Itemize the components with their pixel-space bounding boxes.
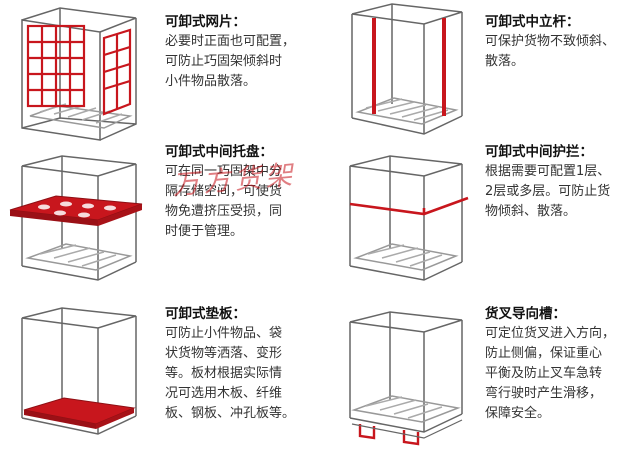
panel-line: 等。板材根据实际情 [165, 366, 283, 381]
panel-line: 防止侧偏，保证重心 [485, 346, 603, 361]
panel-line: 根据需要可配置1层、 [485, 164, 611, 179]
panel-rail-text: 可卸式中间护拦： 根据需要可配置1层、 2层或多层。可防止货 物倾斜、散落。 [485, 142, 610, 222]
rack-with-post-illustration [351, 3, 463, 135]
rack-with-mesh-illustration [21, 7, 137, 141]
panel-line: 可防止巧固架倾斜时 [165, 54, 283, 69]
panel-tray-text: 可卸式中间托盘： 可在同一巧固架中分 隔存储空间，可使货 物免遭挤压受损，同 时… [165, 142, 282, 242]
panel-title: 货叉导向槽： [485, 306, 566, 322]
panel-mesh-text: 可卸式网片： 必要时正面也可配置， 可防止巧固架倾斜时 小件物品散落。 [165, 12, 295, 92]
panel-title: 可卸式网片： [165, 14, 246, 30]
panel-line: 物免遭挤压受损，同 [165, 204, 283, 219]
panel-line: 小件物品散落。 [165, 74, 257, 89]
panel-line: 散落。 [485, 54, 525, 69]
panel-line: 平衡及防止叉车急转 [485, 366, 603, 381]
panel-title: 可卸式中间托盘： [165, 144, 273, 160]
panel-line: 保障安全。 [485, 406, 551, 421]
panel-line: 必要时正面也可配置， [165, 34, 296, 49]
panel-title: 可卸式中立杆： [485, 14, 580, 30]
panel-fork-guide-text: 货叉导向槽： 可定位货叉进入方向， 防止侧偏，保证重心 平衡及防止叉车急转 弯行… [485, 304, 615, 424]
rack-with-middle-tray-illustration [9, 155, 143, 281]
panel-pad-text: 可卸式垫板： 可防止小件物品、袋 状货物等洒落、变形 等。板材根据实际情 况可选… [165, 304, 295, 424]
panel-line: 状货物等洒落、变形 [165, 346, 283, 361]
panel-line: 隔存储空间，可使货 [165, 184, 283, 199]
panel-fork-guide: 货叉导向槽： 可定位货叉进入方向， 防止侧偏，保证重心 平衡及防止叉车急转 弯行… [322, 300, 643, 450]
panel-line: 弯行驶时产生滑移， [485, 386, 603, 401]
panel-title: 可卸式垫板： [165, 306, 246, 322]
panel-line: 可在同一巧固架中分 [165, 164, 283, 179]
panel-line: 况可选用木板、纤维 [165, 386, 283, 401]
panel-line: 2层或多层。可防止货 [485, 184, 611, 199]
panel-title: 可卸式中间护拦： [485, 144, 593, 160]
panel-line: 可防止小件物品、袋 [165, 326, 283, 341]
panel-post-text: 可卸式中立杆： 可保护货物不致倾斜、 散落。 [485, 12, 615, 72]
panel-post: 可卸式中立杆： 可保护货物不致倾斜、 散落。 [322, 0, 643, 150]
panel-pad: 可卸式垫板： 可防止小件物品、袋 状货物等洒落、变形 等。板材根据实际情 况可选… [0, 300, 321, 450]
panel-rail: 可卸式中间护拦： 根据需要可配置1层、 2层或多层。可防止货 物倾斜、散落。 [322, 144, 643, 298]
panel-line: 板、钢板、冲孔板等。 [165, 406, 296, 421]
panel-mesh: 可卸式网片： 必要时正面也可配置， 可防止巧固架倾斜时 小件物品散落。 [0, 0, 321, 150]
rack-with-bottom-pad-illustration [21, 307, 137, 435]
panel-line: 可保护货物不致倾斜、 [485, 34, 616, 49]
panel-line: 物倾斜、散落。 [485, 204, 577, 219]
rack-with-middle-rail-illustration [349, 155, 469, 281]
panel-line: 时便于管理。 [165, 224, 244, 239]
rack-with-fork-guide-illustration [349, 311, 463, 446]
panel-line: 可定位货叉进入方向， [485, 326, 616, 341]
panel-tray: 可卸式中间托盘： 可在同一巧固架中分 隔存储空间，可使货 物免遭挤压受损，同 时… [0, 144, 321, 298]
